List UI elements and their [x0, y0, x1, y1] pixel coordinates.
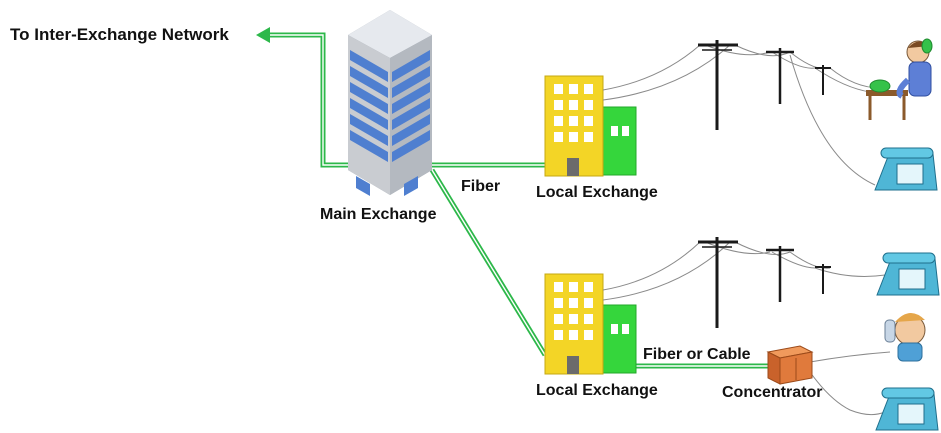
utility-pole-icon: [698, 237, 738, 328]
telephone-icon: [876, 252, 940, 296]
local-exchange-label: Local Exchange: [536, 184, 658, 201]
utility-pole-icon: [815, 65, 831, 95]
skyscraper-icon: [348, 10, 432, 196]
local-exchange-label: Local Exchange: [536, 382, 658, 399]
telephone-icon: [875, 387, 939, 431]
arrow-left-icon: [256, 27, 270, 43]
utility-pole-icon: [698, 40, 738, 130]
office-building-icon: [544, 273, 637, 375]
utility-pole-icon: [815, 264, 831, 294]
inter-exchange-label: To Inter-Exchange Network: [10, 25, 229, 44]
utility-pole-icon: [766, 246, 794, 302]
overhead-wires-top: [602, 44, 881, 186]
cabinet-icon: [766, 345, 814, 385]
fiber-label: Fiber: [461, 178, 501, 195]
main-exchange-label: Main Exchange: [320, 206, 437, 223]
person-on-phone-icon: [866, 38, 933, 120]
telephone-icon: [874, 147, 938, 191]
link-inter-exchange: [268, 32, 350, 168]
office-building-icon: [544, 75, 637, 177]
concentrator-label: Concentrator: [722, 384, 823, 401]
overhead-wires-bottom: [602, 241, 891, 416]
link-main-local2: [429, 168, 548, 357]
utility-pole-icon: [766, 48, 794, 104]
fiber-or-cable-label: Fiber or Cable: [643, 346, 751, 363]
person-on-phone-icon: [884, 312, 926, 362]
